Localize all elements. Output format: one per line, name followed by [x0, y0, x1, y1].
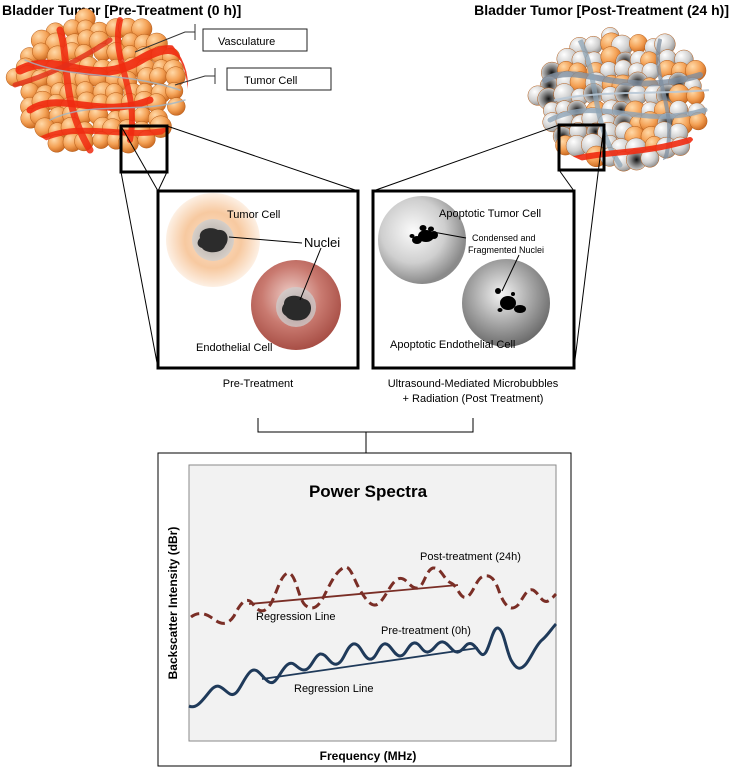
pre-treatment-spectrum-curve [188, 622, 558, 709]
post-zoom-square [557, 123, 606, 172]
nuclei-label: Nuclei [304, 235, 340, 250]
vasculature-callout-label: Vasculature [218, 36, 275, 48]
post-treatment-caption-line2: + Radiation (Post Treatment) [403, 393, 544, 405]
condensed-nuclei-label-line1: Condensed and [472, 233, 536, 243]
post-treatment-spectrum-curve [190, 565, 558, 625]
apoptotic-endothelial-cell [462, 259, 550, 347]
apoptotic-tumor-cell-label: Apoptotic Tumor Cell [439, 208, 541, 220]
post-treatment-series-label: Post-treatment (24h) [420, 551, 521, 563]
pre-treatment-title: Bladder Tumor [Pre-Treatment (0 h)] [2, 2, 241, 18]
post-regression-label: Regression Line [256, 611, 336, 623]
pre-endothelial-cell-label: Endothelial Cell [196, 342, 272, 354]
pre-treatment-regression-line [261, 647, 479, 680]
tumor-cell-sphere [165, 82, 184, 101]
pre-treatment-tumor-illustration [5, 8, 216, 154]
apoptotic-tumor-cell [378, 196, 466, 284]
apoptotic-endothelial-cell-label: Apoptotic Endothelial Cell [390, 339, 515, 351]
pre-zoom-square [119, 124, 169, 174]
post-treatment-tumor-illustration [527, 27, 710, 172]
post-treatment-cell-sphere [686, 86, 705, 105]
x-axis-label: Frequency (MHz) [320, 749, 417, 763]
pre-treatment-series-label: Pre-treatment (0h) [381, 625, 471, 637]
vasculature-callout-box [202, 28, 308, 52]
post-treatment-title: Bladder Tumor [Post-Treatment (24 h)] [474, 2, 729, 18]
zoom-connector-lines [120, 124, 605, 369]
pre-treatment-caption: Pre-Treatment [223, 378, 294, 390]
panels-bracket [257, 418, 474, 453]
tumor-cell-callout-box [226, 67, 332, 91]
pre-regression-label: Regression Line [294, 683, 374, 695]
post-treatment-caption-line1: Ultrasound-Mediated Microbubbles [388, 378, 559, 390]
pre-tumor-cell-label: Tumor Cell [227, 209, 280, 221]
power-spectra-title: Power Spectra [309, 482, 428, 501]
post-treatment-regression-line [248, 584, 459, 605]
condensed-nuclei-label-line2: Fragmented Nuclei [468, 245, 544, 255]
tumor-cell-callout-label: Tumor Cell [244, 75, 297, 87]
y-axis-label: Backscatter Intensity (dBr) [166, 527, 180, 680]
pre-tumor-cell [166, 193, 260, 287]
pre-endothelial-cell [251, 260, 341, 350]
